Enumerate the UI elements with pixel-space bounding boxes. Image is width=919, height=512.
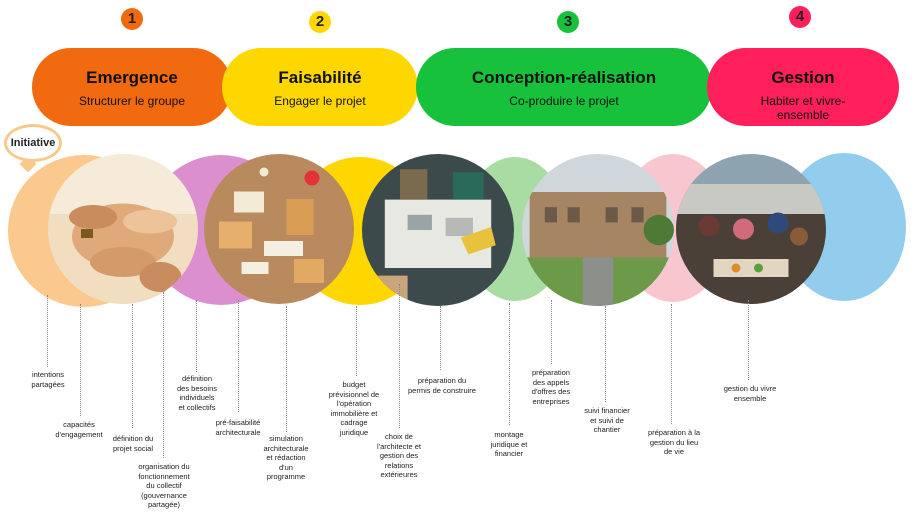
photo-meeting-table <box>362 154 514 306</box>
phase-subtitle: Engager le projet <box>274 94 366 108</box>
step-label: préparation du permis de construire <box>408 376 476 395</box>
leader-line <box>671 304 672 424</box>
step-label: capacités d'engagement <box>55 420 103 439</box>
step-label: simulation architecturale et rédaction d… <box>263 434 309 481</box>
step-label: préparation à la gestion du lieu de vie <box>647 428 701 456</box>
photo-community-event <box>676 154 826 304</box>
phase-subtitle: Structurer le groupe <box>78 94 186 108</box>
leader-line <box>551 300 552 364</box>
phase-title: Gestion <box>771 68 835 87</box>
leader-line <box>356 306 357 376</box>
phase-subtitle: Co-produire le projet <box>509 94 619 108</box>
leader-line <box>509 303 510 425</box>
phase-emergence: Emergence Structurer le groupe <box>32 48 232 126</box>
leader-line <box>286 306 287 432</box>
step-label: intentions partagées <box>31 370 65 389</box>
leader-line <box>238 300 239 412</box>
initiative-label: Initiative <box>10 137 56 149</box>
phase-4-number: 4 <box>789 6 811 28</box>
phase-title: Faisabilité <box>278 68 362 87</box>
step-label: préparation des appels d'offres des entr… <box>531 368 571 406</box>
phase-gestion: Gestion Habiter et vivre-ensemble <box>707 48 899 126</box>
photo-workshop-table <box>204 154 354 304</box>
leader-line <box>132 304 133 428</box>
phase-2-number: 2 <box>309 11 331 33</box>
phase-subtitle: Habiter et vivre-ensemble <box>760 94 846 122</box>
phase-title: Conception-réalisation <box>471 68 657 87</box>
step-label: définition du projet social <box>112 434 154 453</box>
phase-conception-realisation: Conception-réalisation Co-produire le pr… <box>416 48 712 126</box>
leader-line <box>47 295 48 367</box>
leader-line <box>605 306 606 402</box>
step-label: définition des besoins individuels et co… <box>176 374 218 412</box>
leader-line <box>196 300 197 372</box>
leader-line <box>163 292 164 458</box>
step-label: organisation du fonctionnement du collec… <box>138 462 190 509</box>
leader-line <box>80 304 81 416</box>
leader-line <box>399 284 400 428</box>
step-label: suivi financier et suivi de chantier <box>584 406 630 434</box>
step-label: choix de l'architecte et gestion des rel… <box>377 432 421 479</box>
photo-building-construction <box>522 154 674 306</box>
phase-faisabilite: Faisabilité Engager le projet <box>222 48 418 126</box>
leader-line <box>440 306 441 370</box>
photo-hands-together <box>48 154 198 304</box>
leader-line <box>748 300 749 380</box>
phase-1-number: 1 <box>121 8 143 30</box>
step-label: gestion du vivre ensemble <box>723 384 777 403</box>
phase-title: Emergence <box>86 68 178 87</box>
initiative-bubble: Initiative <box>4 124 62 162</box>
step-label: pré-faisabilité architecturale <box>215 418 261 437</box>
step-label: budget prévisionnel de l'opération immob… <box>328 380 380 437</box>
step-label: montage juridique et financier <box>490 430 528 458</box>
phase-3-number: 3 <box>557 11 579 33</box>
